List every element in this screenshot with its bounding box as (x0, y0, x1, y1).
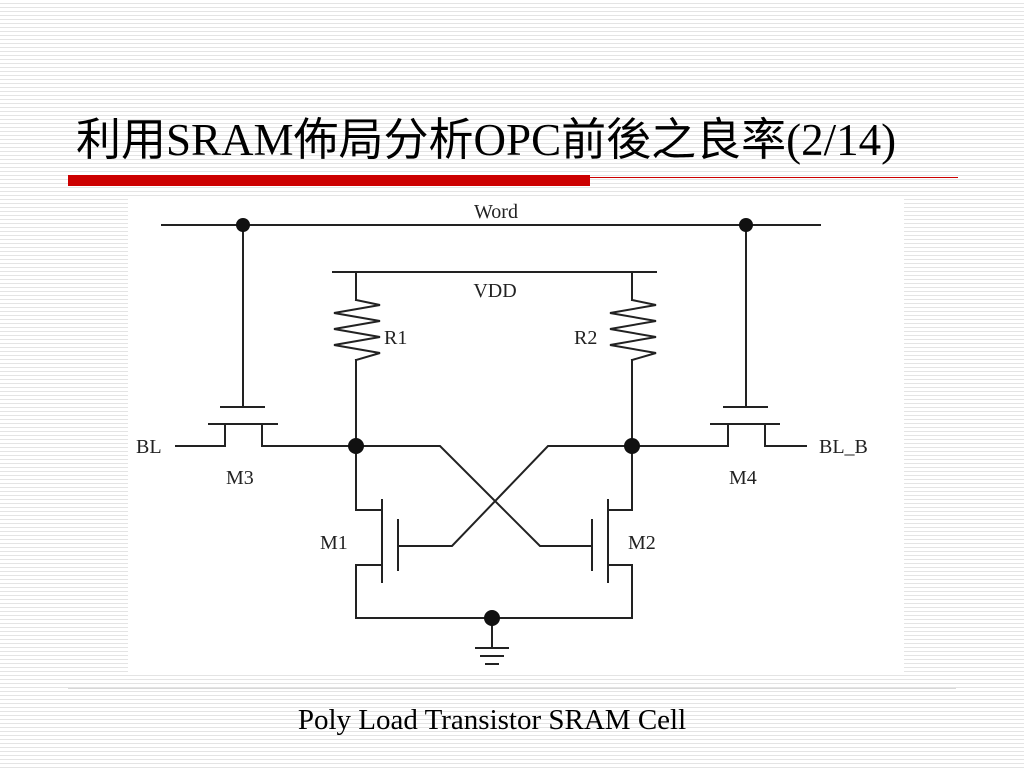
junction-right-storage-node (624, 438, 640, 454)
m2-label: M2 (628, 532, 656, 554)
sram-cell-diagram: Word VDD R1 R2 BL BL_B M3 M4 M1 M2 (128, 196, 904, 672)
junction-left-storage-node (348, 438, 364, 454)
r1-resistor (333, 298, 381, 362)
m4-label: M4 (729, 467, 757, 489)
bl-label: BL (136, 436, 162, 458)
slide-title: 利用SRAM佈局分析OPC前後之良率(2/14) (76, 115, 897, 165)
cross-wire-right-node (397, 445, 633, 547)
cross-wire-left-node (355, 445, 593, 547)
r2-label: R2 (574, 327, 597, 349)
bl-b-label: BL_B (819, 436, 868, 458)
title-underline-thick (68, 175, 590, 186)
r2-resistor (609, 298, 657, 362)
junction-word-m4 (739, 218, 753, 232)
r1-label: R1 (384, 327, 407, 349)
vdd-label: VDD (473, 280, 516, 302)
word-label: Word (474, 201, 518, 223)
m3-label: M3 (226, 467, 254, 489)
diagram-caption: Poly Load Transistor SRAM Cell (297, 704, 687, 736)
junction-word-m3 (236, 218, 250, 232)
circuit-svg: Word VDD R1 R2 BL BL_B M3 M4 M1 M2 (136, 201, 868, 665)
junction-ground (484, 610, 500, 626)
footer-divider (68, 688, 956, 689)
m1-label: M1 (320, 532, 348, 554)
title-underline-thin (590, 177, 958, 178)
